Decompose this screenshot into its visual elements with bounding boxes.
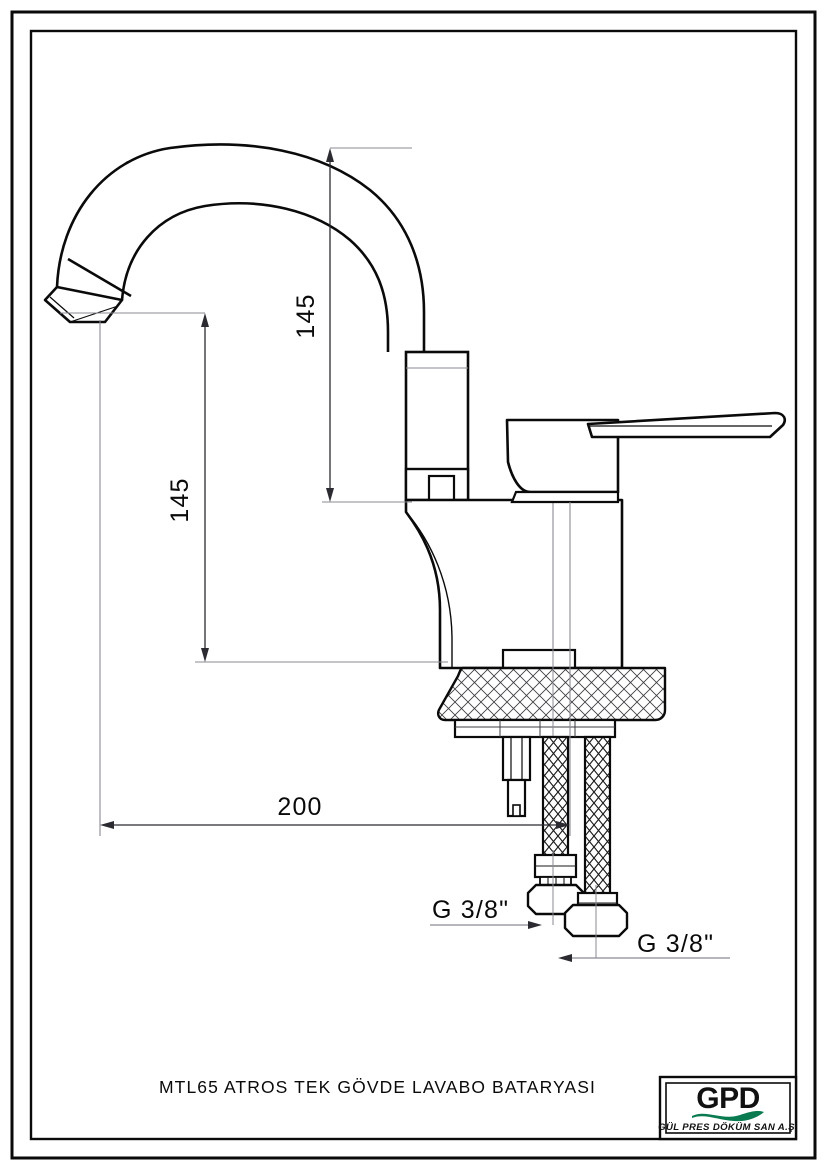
callout-inlet-right: G 3/8" xyxy=(558,930,730,962)
escutcheon-hatched xyxy=(437,638,667,742)
callout-inlet-left: G 3/8" xyxy=(430,896,542,929)
drawing-caption: MTL65 ATROS TEK GÖVDE LAVABO BATARYASI xyxy=(159,1077,596,1097)
body-column xyxy=(404,350,470,502)
dimension-reach: 200 xyxy=(99,320,571,836)
dimension-spout-height: 145 xyxy=(60,312,448,663)
faucet-body xyxy=(404,498,624,670)
handle-lever[interactable] xyxy=(586,411,787,439)
cartridge-housing xyxy=(505,418,620,504)
spout-arc xyxy=(55,143,426,352)
logo-brand-text: GPD xyxy=(696,1082,760,1115)
mounting-stud xyxy=(501,735,532,818)
flex-hose-right xyxy=(583,735,612,901)
flex-hose-left xyxy=(541,735,570,864)
logo-company-text: GÜL PRES DÖKÜM SAN A.Ş. xyxy=(658,1122,798,1133)
title-block-logo: GPD GÜL PRES DÖKÜM SAN A.Ş. xyxy=(658,1075,798,1141)
sheet-border xyxy=(10,10,817,1160)
dimension-label-spout-height: 145 xyxy=(166,477,194,522)
hex-nut-right xyxy=(563,885,629,958)
callout-label-inlet-left: G 3/8" xyxy=(432,896,509,924)
dimension-body-height: 145 xyxy=(292,147,412,503)
dimension-label-body-height: 145 xyxy=(292,293,320,338)
dimension-label-reach: 200 xyxy=(277,793,322,821)
logo-swoosh-icon xyxy=(692,1111,764,1122)
callout-label-inlet-right: G 3/8" xyxy=(637,930,714,958)
